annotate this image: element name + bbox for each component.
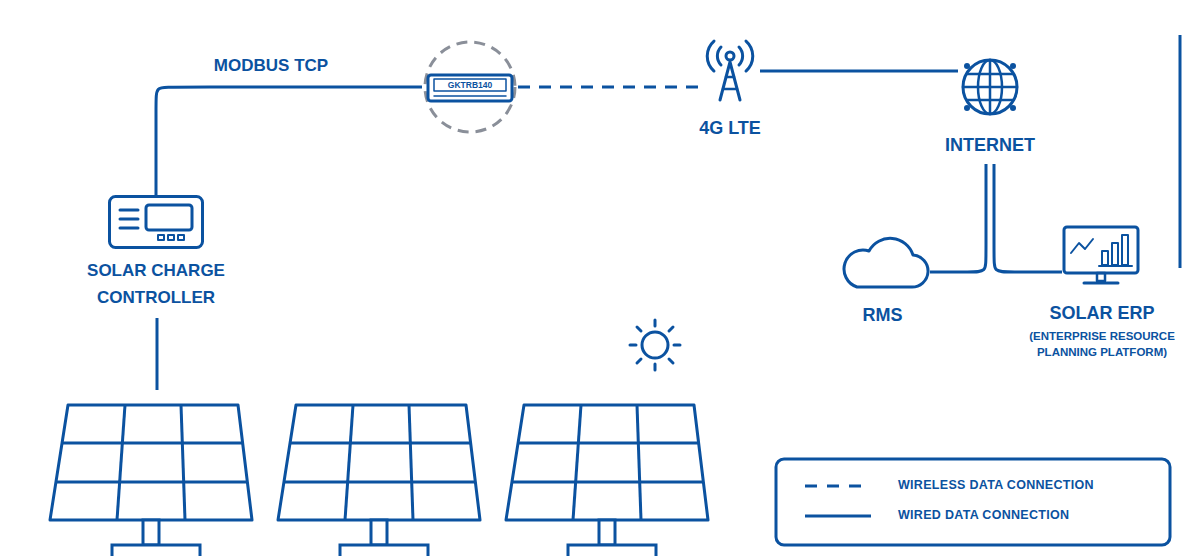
cloud-node: RMS bbox=[835, 235, 930, 290]
tower-mast bbox=[720, 62, 740, 100]
globe-parallel bbox=[963, 86, 1017, 89]
controller-button bbox=[168, 235, 174, 240]
controller-line bbox=[120, 209, 138, 212]
connection-label: MODBUS TCP bbox=[214, 56, 328, 76]
chart-axis bbox=[1099, 265, 1132, 267]
node-title: 4G LTE bbox=[685, 117, 775, 139]
controller-node: SOLAR CHARGE CONTROLLER bbox=[108, 195, 204, 249]
controller-icon bbox=[108, 195, 204, 249]
router-body bbox=[428, 75, 512, 101]
solar-panel bbox=[50, 405, 252, 556]
node-title: SOLAR ERP bbox=[1022, 302, 1182, 324]
node-title: SOLAR CHARGE CONTROLLER bbox=[74, 257, 238, 311]
node-title: RMS bbox=[835, 304, 930, 326]
legend-text: WIRELESS DATA CONNECTION bbox=[898, 478, 1094, 492]
cloud-icon bbox=[835, 235, 930, 290]
controller-line bbox=[120, 227, 138, 230]
router-label-frame bbox=[434, 79, 506, 91]
radio-wave bbox=[746, 41, 753, 71]
wired-sample bbox=[803, 510, 873, 522]
radio-wave bbox=[707, 41, 714, 71]
legend-box bbox=[776, 459, 1170, 545]
border-line bbox=[1179, 35, 1182, 268]
solar-panel bbox=[506, 405, 708, 556]
controller-screen bbox=[146, 205, 192, 230]
chart-bar bbox=[1112, 243, 1118, 265]
cloud-shape bbox=[844, 238, 928, 287]
wireless-sample bbox=[803, 480, 873, 492]
panel-wire bbox=[156, 318, 159, 390]
legend-text: WIRED DATA CONNECTION bbox=[898, 508, 1069, 522]
tower-top bbox=[726, 52, 734, 60]
tower-bar bbox=[726, 76, 734, 79]
chart-bar bbox=[1102, 251, 1108, 265]
tower-icon bbox=[700, 40, 760, 102]
globe-outline bbox=[963, 60, 1017, 114]
globe-dot bbox=[964, 105, 970, 111]
wireless-connection bbox=[518, 86, 700, 89]
chart-line bbox=[1071, 239, 1093, 253]
erp-node: SOLAR ERP(ENTERPRISE RESOURCE PLANNING P… bbox=[1062, 225, 1142, 287]
chart-bar bbox=[1122, 235, 1128, 265]
wired-connection bbox=[156, 87, 422, 195]
wired-connection bbox=[930, 164, 986, 272]
monitor-base bbox=[1084, 282, 1118, 285]
tower-node: 4G LTE bbox=[700, 40, 760, 102]
solar-panel bbox=[278, 405, 480, 556]
radio-wave bbox=[739, 47, 743, 65]
line-sample bbox=[805, 515, 871, 518]
tower-bar bbox=[723, 88, 737, 91]
monitor-screen bbox=[1064, 227, 1138, 273]
radio-wave bbox=[717, 47, 721, 65]
controller-body bbox=[110, 197, 203, 248]
globe-parallel bbox=[967, 99, 1013, 102]
wired-connection bbox=[994, 164, 1062, 272]
model-label: GKTRB140 bbox=[434, 79, 506, 91]
globe-parallel bbox=[967, 73, 1013, 76]
router-node: GKTRB140 bbox=[422, 39, 518, 135]
monitor-icon bbox=[1062, 225, 1142, 287]
router-line bbox=[434, 95, 506, 97]
globe-dot bbox=[1010, 105, 1016, 111]
globe-dot bbox=[1010, 63, 1016, 69]
globe-dot bbox=[964, 63, 970, 69]
controller-line bbox=[120, 218, 138, 221]
controller-button bbox=[178, 235, 184, 240]
wired-connection bbox=[760, 70, 958, 73]
controller-button bbox=[158, 235, 164, 240]
wireless-ring bbox=[425, 42, 515, 132]
line-sample bbox=[805, 485, 871, 488]
globe-icon bbox=[958, 55, 1022, 119]
sun-symbol bbox=[630, 320, 680, 370]
monitor-stand bbox=[1097, 273, 1105, 281]
node-subtitle: (ENTERPRISE RESOURCE PLANNING PLATFORM) bbox=[1015, 328, 1190, 360]
internet-node: INTERNET bbox=[958, 55, 1022, 119]
node-title: INTERNET bbox=[930, 134, 1050, 156]
